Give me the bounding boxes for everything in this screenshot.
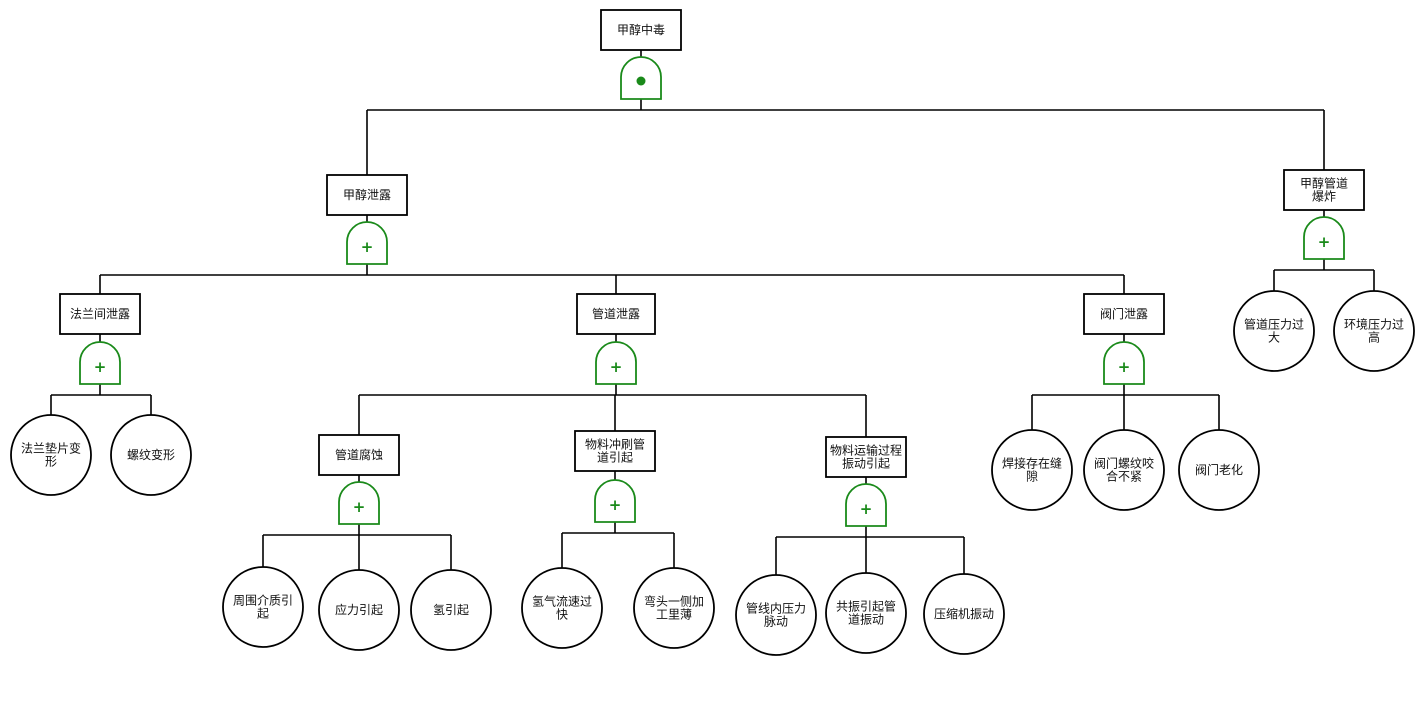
basic-event-valve-aging: 阀门老化 — [1178, 429, 1260, 511]
intermediate-event-top: 甲醇中毒 — [600, 9, 682, 51]
basic-event-hydrogen-cause: 氢引起 — [410, 569, 492, 651]
event-label: 物料冲刷管道引起 — [585, 437, 645, 465]
event-label: 管道腐蚀 — [335, 447, 383, 462]
basic-event-hydrogen-fast: 氢气流速过快 — [521, 567, 603, 649]
basic-event-resonance: 共振引起管道振动 — [825, 572, 907, 654]
intermediate-event-transport-vibration: 物料运输过程振动引起 — [825, 436, 907, 478]
event-label: 法兰间泄露 — [70, 307, 130, 321]
event-label: 管线内压力脉动 — [746, 601, 806, 629]
event-label: 螺纹变形 — [127, 447, 175, 462]
basic-event-valve-thread: 阀门螺纹咬合不紧 — [1083, 429, 1165, 511]
or-gate-plus-icon: + — [1118, 358, 1131, 376]
or-gate-plus-icon: + — [609, 496, 622, 514]
basic-event-weld-gap: 焊接存在缝隙 — [991, 429, 1073, 511]
or-gate-plus-icon: + — [610, 358, 623, 376]
event-label: 焊接存在缝隙 — [1002, 456, 1062, 484]
intermediate-event-material-scour: 物料冲刷管道引起 — [574, 430, 656, 472]
intermediate-event-pipe-corrosion: 管道腐蚀 — [318, 434, 400, 476]
event-label: 环境压力过高 — [1344, 317, 1404, 345]
basic-event-pipe-pressure: 管道压力过大 — [1233, 290, 1315, 372]
leak-or-gate: + — [346, 221, 388, 265]
valve-leak-or-gate: + — [1103, 341, 1145, 385]
flange-leak-or-gate: + — [79, 341, 121, 385]
or-gate-plus-icon: + — [1318, 233, 1331, 251]
and-gate-dot-icon — [636, 76, 646, 86]
intermediate-event-flange-leak: 法兰间泄露 — [59, 293, 141, 335]
basic-event-env-pressure: 环境压力过高 — [1333, 290, 1415, 372]
basic-event-medium-cause: 周围介质引起 — [222, 566, 304, 648]
basic-event-pressure-pulse: 管线内压力脉动 — [735, 574, 817, 656]
event-label: 法兰垫片变形 — [21, 441, 81, 469]
event-label: 应力引起 — [335, 602, 383, 617]
event-label: 氢引起 — [433, 602, 469, 617]
intermediate-event-leak: 甲醇泄露 — [326, 174, 408, 216]
event-label: 阀门泄露 — [1100, 306, 1148, 321]
intermediate-event-valve-leak: 阀门泄露 — [1083, 293, 1165, 335]
material-scour-or-gate: + — [594, 479, 636, 523]
event-label: 弯头一侧加工里薄 — [644, 594, 704, 622]
connector-lines — [50, 50, 1375, 575]
event-label: 物料运输过程振动引起 — [830, 443, 902, 471]
explosion-or-gate: + — [1303, 216, 1345, 260]
or-gate-plus-icon: + — [361, 238, 374, 256]
basic-event-thread-deform: 螺纹变形 — [110, 414, 192, 496]
event-label: 甲醇管道爆炸 — [1300, 176, 1348, 204]
pipe-corrosion-or-gate: + — [338, 481, 380, 525]
event-label: 周围介质引起 — [233, 594, 293, 621]
or-gate-plus-icon: + — [353, 498, 366, 516]
event-label: 管道泄露 — [592, 306, 640, 321]
transport-vibration-or-gate: + — [845, 483, 887, 527]
event-label: 甲醇中毒 — [617, 22, 665, 37]
or-gate-plus-icon: + — [94, 358, 107, 376]
event-label: 氢气流速过快 — [532, 594, 592, 622]
basic-event-elbow-thin: 弯头一侧加工里薄 — [633, 567, 715, 649]
logic-gates: + + + + + + + + — [79, 56, 1345, 527]
intermediate-event-explosion: 甲醇管道爆炸 — [1283, 169, 1365, 211]
basic-event-stress-cause: 应力引起 — [318, 569, 400, 651]
event-label: 阀门螺纹咬合不紧 — [1094, 456, 1154, 484]
intermediate-event-pipe-leak: 管道泄露 — [576, 293, 656, 335]
event-label: 压缩机振动 — [934, 606, 994, 621]
or-gate-plus-icon: + — [860, 500, 873, 518]
basic-event-gasket-deform: 法兰垫片变形 — [10, 414, 92, 496]
event-label: 甲醇泄露 — [343, 187, 391, 202]
top-and-gate — [620, 56, 662, 100]
basic-event-compressor-vib: 压缩机振动 — [923, 573, 1005, 655]
event-label: 管道压力过大 — [1244, 317, 1304, 345]
event-label: 共振引起管道振动 — [836, 599, 896, 627]
event-label: 阀门老化 — [1195, 462, 1243, 477]
pipe-leak-or-gate: + — [595, 341, 637, 385]
